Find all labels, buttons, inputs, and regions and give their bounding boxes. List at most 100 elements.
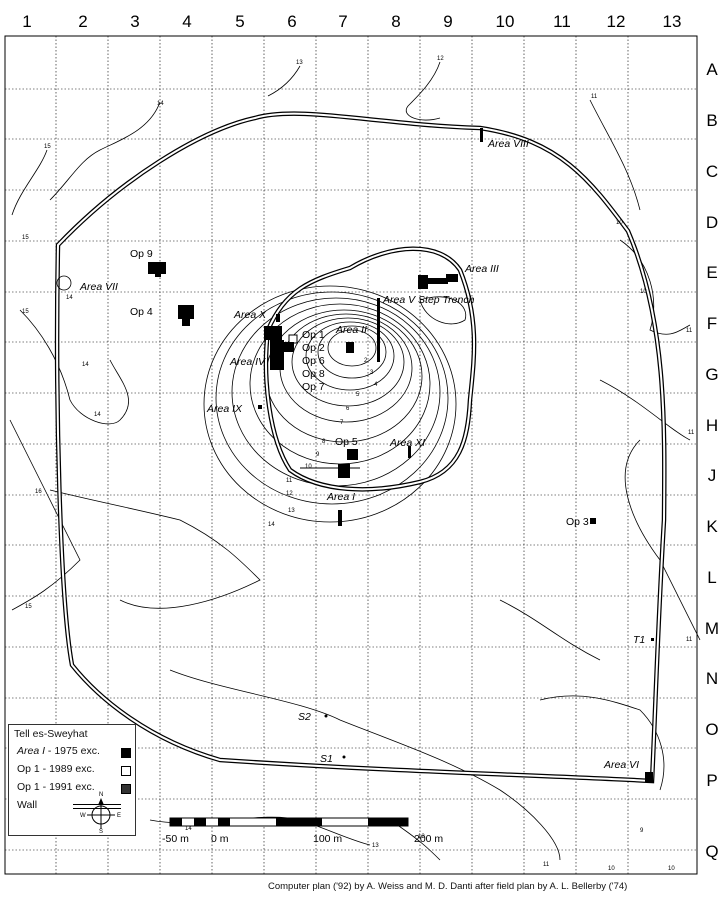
scale-bar: -50 m 0 m 100 m 200 m [162, 817, 443, 845]
contour-number: 12 [418, 834, 425, 840]
row-label: G [705, 365, 718, 384]
compass-rose: N S E W [80, 792, 121, 833]
outer-wall-inner [56, 112, 666, 783]
contour-number: 2 [364, 358, 368, 364]
contour-number: 11 [286, 478, 293, 484]
row-label: C [706, 162, 718, 181]
contour-number: 9 [316, 452, 320, 458]
op1-label: Op 1 [302, 329, 325, 341]
op4-label: Op 4 [130, 306, 153, 318]
legend-row-1991: Op 1 - 1991 exc. [17, 781, 95, 793]
excavation-trench [258, 405, 262, 409]
contour-number: 15 [22, 235, 29, 241]
column-label: 12 [607, 12, 626, 31]
area-ix-label: Area IX [206, 403, 243, 415]
row-label: B [706, 111, 717, 130]
excavation-trench [645, 772, 653, 782]
contour-number: 12 [437, 56, 444, 62]
excavation-trench [264, 326, 282, 340]
contour-number: 11 [686, 637, 693, 643]
excavation-trench [338, 510, 342, 526]
op9-label: Op 9 [130, 248, 153, 260]
contour-number: 11 [543, 862, 550, 868]
area-i-label: Area I [326, 491, 355, 503]
contour-number: 12 [286, 491, 293, 497]
legend-row-wall: Wall [17, 799, 38, 811]
operation-labels: Op 9 Op 4 Op 1 Op 2 Op 6 Op 8 Op 7 Op 5 … [130, 248, 645, 765]
op3-label: Op 3 [566, 516, 589, 528]
excavation-marks [148, 128, 654, 782]
op8-label: Op 8 [302, 368, 325, 380]
contour-number: 14 [94, 412, 101, 418]
compass-n: N [99, 792, 103, 798]
column-label: 3 [130, 12, 139, 31]
excavation-trench [377, 298, 380, 362]
area-vii-marker [56, 275, 72, 291]
column-label: 10 [496, 12, 515, 31]
compass-w: W [80, 813, 86, 819]
s1-label: S1 [320, 753, 333, 765]
area-v-label: Area V Step Trench [382, 294, 475, 306]
map-legend: Tell es-Sweyhat Area I - 1975 exc. Op 1 … [8, 724, 136, 836]
inner-wall-inner [265, 247, 476, 491]
row-label: H [706, 416, 718, 435]
map-credit: Computer plan ('92) by A. Weiss and M. D… [268, 881, 628, 892]
excavation-trench [276, 314, 280, 322]
row-label: E [706, 263, 717, 282]
row-label: N [706, 669, 718, 688]
contour-number: 14 [268, 522, 275, 528]
column-label: 1 [22, 12, 31, 31]
row-label: P [706, 771, 717, 790]
legend-swatch-1975 [121, 748, 131, 758]
s2-label: S2 [298, 711, 311, 723]
survey-point [342, 755, 346, 759]
contour-number: 11 [686, 328, 693, 334]
excavation-trench [282, 342, 294, 352]
excavation-trench [347, 449, 358, 460]
area-viii-label: Area VIII [487, 138, 529, 150]
contour-number: 11 [591, 94, 598, 100]
survey-point [324, 714, 328, 718]
t1-label: T1 [633, 634, 645, 646]
area-vi-label: Area VI [603, 759, 639, 771]
column-label: 5 [235, 12, 244, 31]
area-ii-label: Area II [335, 324, 367, 336]
op2-label: Op 2 [302, 342, 325, 354]
contour-number: 3 [370, 370, 374, 376]
outer-wall [54, 111, 667, 784]
contour-number: 10 [305, 464, 312, 470]
column-label: 9 [443, 12, 452, 31]
contour-number: 14 [185, 826, 192, 832]
column-label: 4 [182, 12, 191, 31]
contour-number: 8 [322, 439, 326, 445]
contour-number: 15 [22, 309, 29, 315]
row-label: O [705, 720, 718, 739]
contour-number: 14 [66, 295, 73, 301]
contour-number: 15 [25, 604, 32, 610]
column-label: 11 [553, 12, 571, 31]
contour-number: 14 [157, 101, 164, 107]
area-vii-label: Area VII [79, 281, 118, 293]
legend-row-1975: Area I - 1975 exc. [17, 745, 100, 757]
legend-swatch-1991 [121, 784, 131, 794]
scale-label-0: 0 m [211, 833, 229, 845]
op5-label: Op 5 [335, 436, 358, 448]
row-labels: A B C D E F G H J K L M N O P Q [705, 60, 719, 861]
scale-label-200: 200 m [414, 833, 443, 845]
scale-label-100: 100 m [313, 833, 342, 845]
excavation-trench [418, 275, 428, 289]
column-label: 13 [663, 12, 682, 31]
row-label: L [707, 568, 716, 587]
column-label: 8 [391, 12, 400, 31]
excavation-trench [408, 446, 411, 458]
compass-e: E [117, 813, 121, 819]
row-label: M [705, 619, 719, 638]
contour-number: 6 [346, 406, 350, 412]
legend-area-suffix: - 1975 exc. [45, 745, 100, 757]
area-labels: Area VIII Area III Area VII Area V Step … [79, 138, 639, 771]
legend-row-1989: Op 1 - 1989 exc. [17, 763, 95, 775]
map-frame [4, 35, 698, 875]
excavation-trench [182, 318, 190, 326]
scale-label-neg50: -50 m [162, 833, 189, 845]
row-label: A [706, 60, 718, 79]
